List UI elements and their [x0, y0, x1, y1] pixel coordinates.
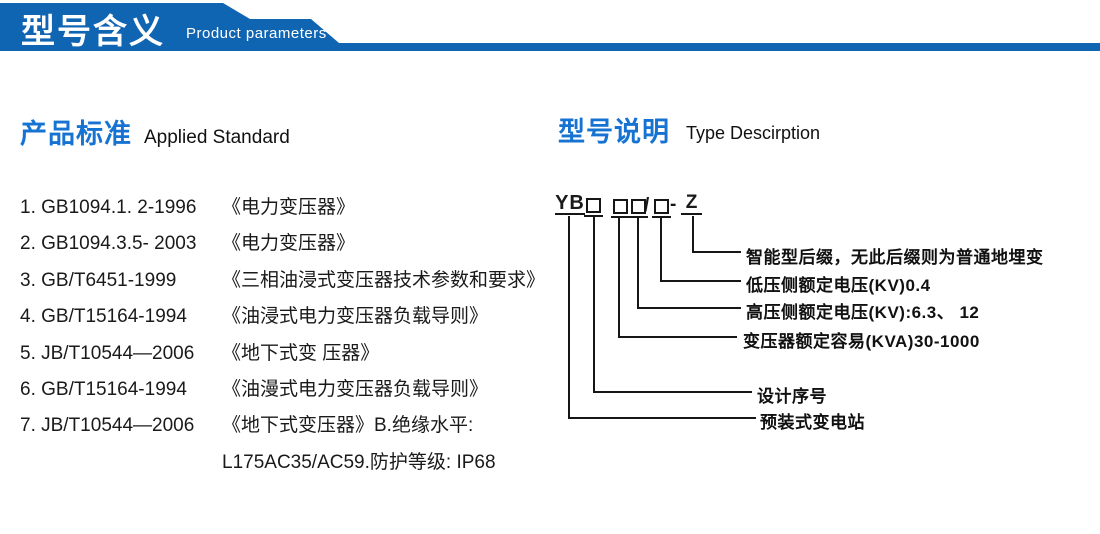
connector-line [593, 217, 595, 393]
standard-title: 《三相油浸式变压器技术参数和要求》 [222, 269, 546, 291]
standard-code: 5. JB/T10544—2006 [20, 342, 195, 364]
connector-line [692, 216, 694, 253]
connector-line [637, 217, 639, 309]
diagram-label-design: 设计序号 [757, 387, 827, 406]
standard-item: 2. GB1094.3.5- 2003 《电力变压器》 [20, 226, 545, 262]
standard-code: 6. GB/T15164-1994 [20, 378, 187, 400]
standard-item: 1. GB1094.1. 2-1996 《电力变压器》 [20, 190, 545, 226]
connector-line [660, 217, 662, 282]
connector-line [618, 336, 737, 338]
type-description-heading-zh: 型号说明 [558, 117, 670, 147]
applied-standard-heading: 产品标准 Applied Standard [20, 112, 290, 151]
model-code-suffix: Z [681, 192, 702, 215]
diagram-label-prefab: 预装式变电站 [760, 413, 865, 432]
connector-line [692, 251, 741, 253]
standard-title: 《地下式变压器》B.绝缘水平: [222, 415, 474, 437]
standard-code: 1. GB1094.1. 2-1996 [20, 197, 197, 218]
banner-shape [0, 3, 1100, 51]
connector-line [637, 307, 741, 309]
connector-line [568, 417, 756, 419]
standard-code: 7. JB/T10544—2006 [20, 415, 195, 437]
model-code-box-capacity [611, 199, 630, 218]
standard-item: 4. GB/T15164-1994 《油浸式电力变压器负载导则》 [20, 299, 545, 335]
placeholder-box-icon [631, 199, 646, 214]
connector-line [618, 217, 620, 338]
page-subtitle: Product parameters [186, 25, 327, 42]
type-description-heading-en: Type Descirption [686, 123, 821, 143]
standard-item: 3. GB/T6451-1999 《三相油浸式变压器技术参数和要求》 [20, 263, 545, 299]
type-description-heading: 型号说明 Type Descirption [558, 110, 820, 149]
applied-standard-heading-zh: 产品标准 [20, 119, 132, 149]
placeholder-box-icon [654, 199, 669, 214]
diagram-label-suffix: 智能型后缀，无此后缀则为普通地埋变 [746, 248, 1044, 267]
standard-title: 《电力变压器》 [222, 197, 356, 218]
applied-standard-heading-en: Applied Standard [144, 127, 290, 148]
model-code-box-lv [652, 199, 671, 218]
connector-line [593, 391, 752, 393]
standard-item: 6. GB/T15164-1994 《油漫式电力变压器负载导则》 [20, 372, 545, 408]
diagram-label-capacity: 变压器额定容易(KVA)30-1000 [743, 332, 980, 351]
standard-item-continuation: L175AC35/AC59.防护等级: IP68 [222, 451, 496, 473]
standard-title: 《油浸式电力变压器负载导则》 [222, 306, 489, 328]
standards-list: 1. GB1094.1. 2-1996 《电力变压器》 2. GB1094.3.5… [20, 190, 545, 481]
standard-title: 《油漫式电力变压器负载导则》 [222, 378, 489, 400]
standard-code: 4. GB/T15164-1994 [20, 306, 187, 328]
connector-line [660, 280, 741, 282]
standard-code: 2. GB1094.3.5- 2003 [20, 233, 197, 255]
placeholder-box-icon [613, 199, 628, 214]
model-code-box-design [584, 198, 603, 217]
placeholder-box-icon [586, 198, 601, 213]
standard-item: 5. JB/T10544—2006 《地下式变 压器》 [20, 336, 545, 372]
diagram-label-hv: 高压侧额定电压(KV):6.3、 12 [746, 303, 980, 322]
model-code-slash: / [644, 195, 650, 216]
model-code-prefix: YB [555, 192, 585, 215]
standard-item: 7. JB/T10544—2006 《地下式变压器》B.绝缘水平: [20, 408, 545, 444]
page-title: 型号含义 [21, 13, 165, 51]
model-code-dash: - [670, 194, 677, 215]
standard-code: 3. GB/T6451-1999 [20, 269, 177, 291]
standard-title: 《电力变压器》 [222, 233, 356, 255]
diagram-label-lv: 低压侧额定电压(KV)0.4 [746, 276, 931, 295]
standard-title: 《地下式变 压器》 [222, 342, 380, 364]
connector-line [568, 216, 570, 419]
